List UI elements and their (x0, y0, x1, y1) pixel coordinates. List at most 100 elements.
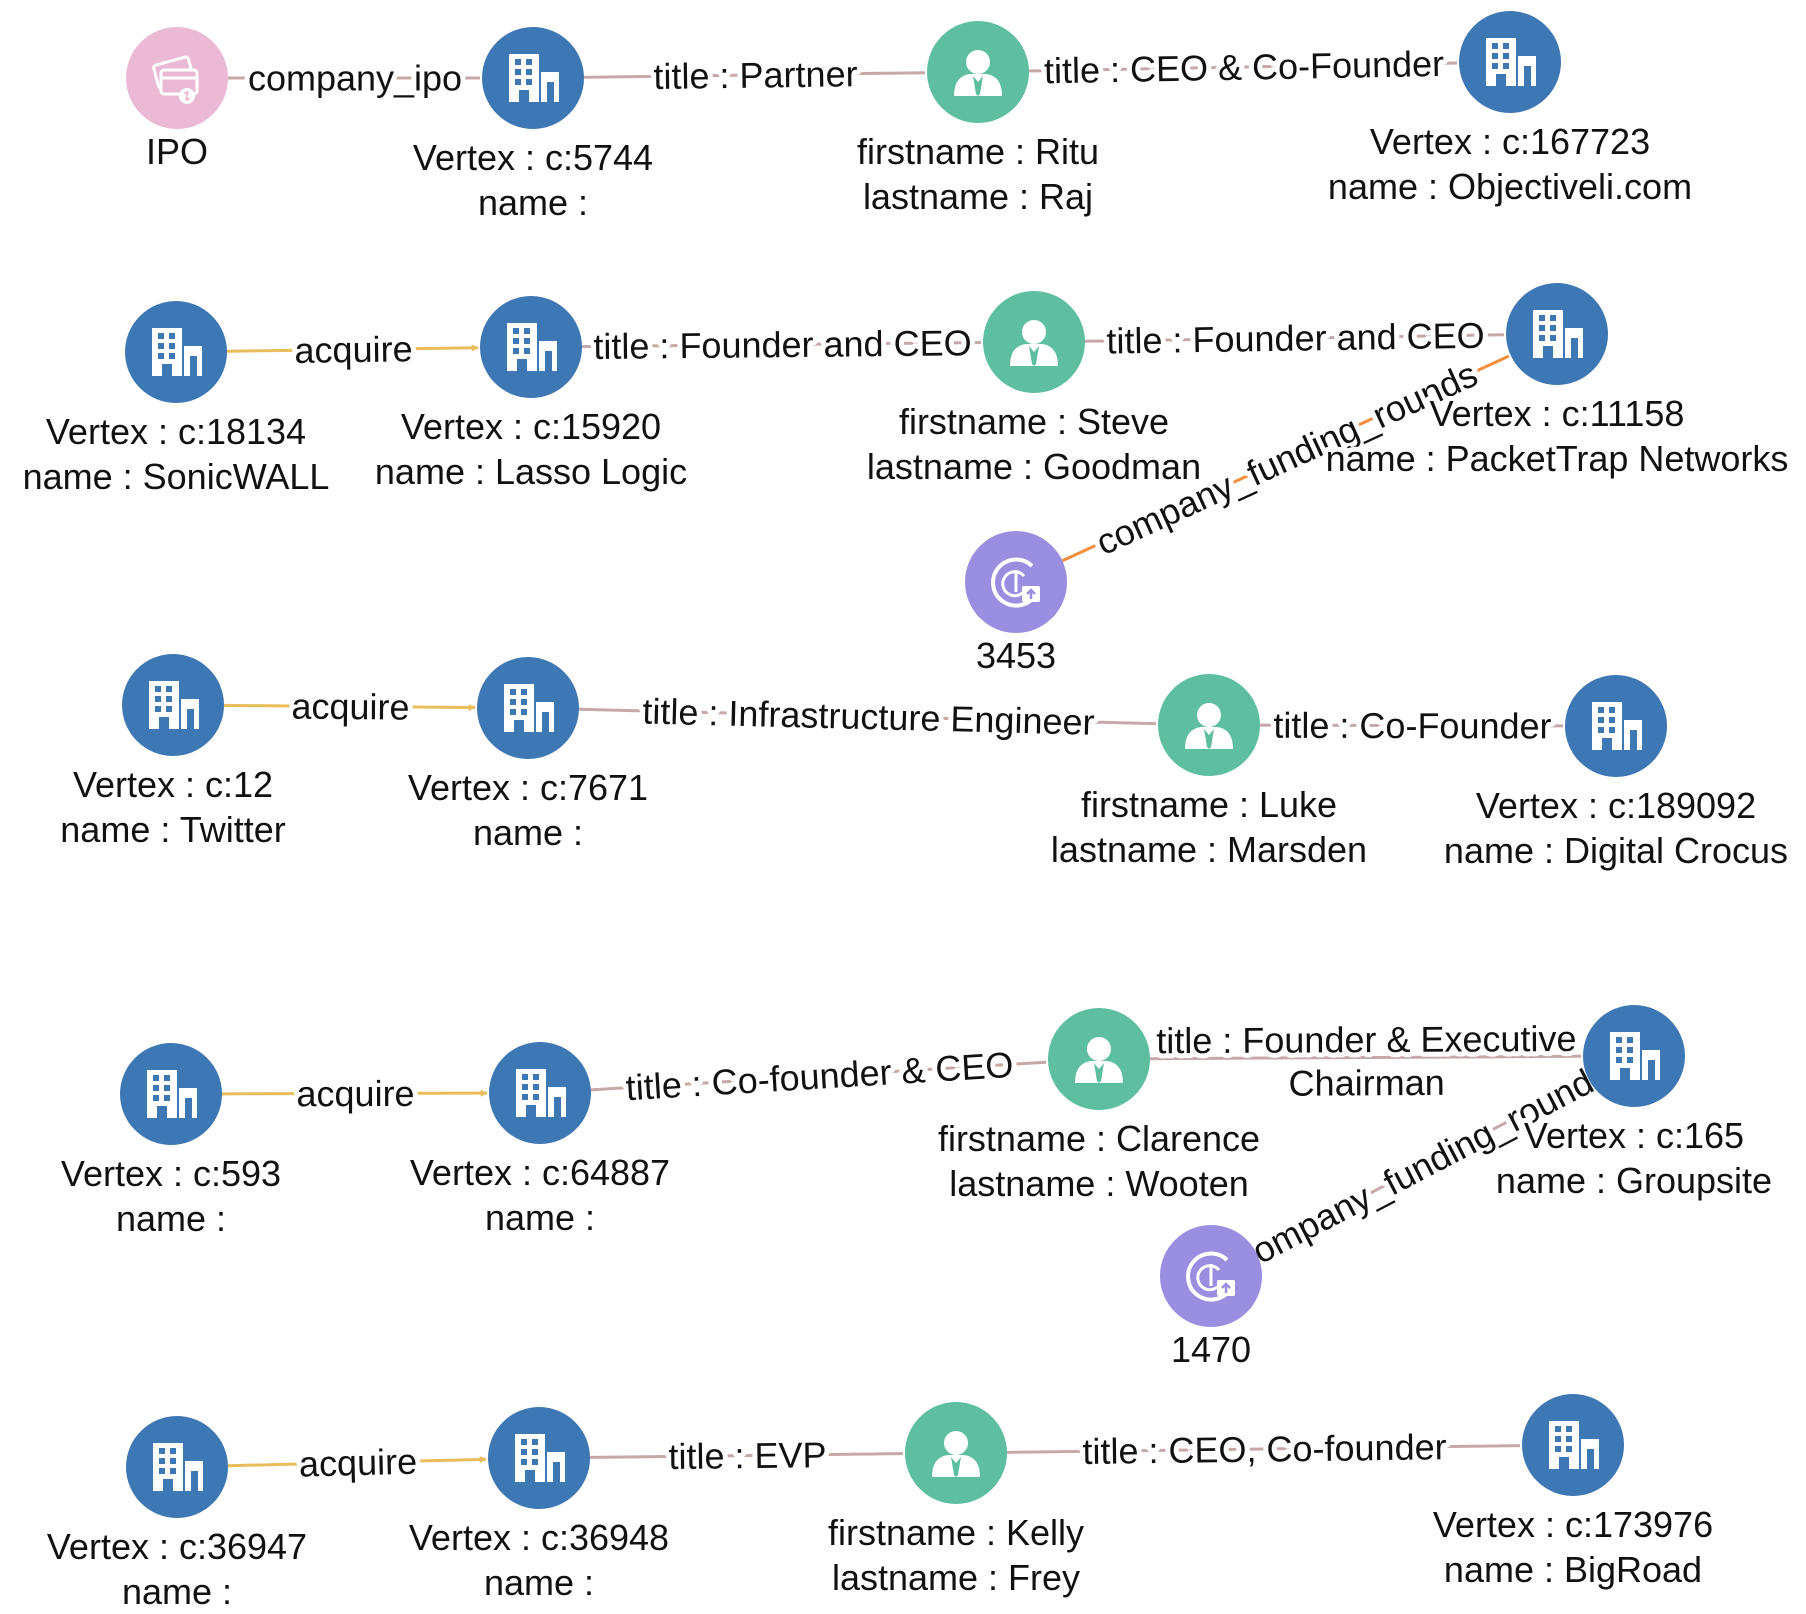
edge-label-line: acquire (294, 328, 413, 371)
node-label: Vertex : c:11158 (1430, 393, 1685, 434)
node-label: Vertex : c:36947 (47, 1526, 307, 1567)
edge-relation[interactable]: title : CEO & Co-Founder (1028, 38, 1458, 96)
edge-relation[interactable]: title : CEO, Co-founder (1006, 1421, 1521, 1477)
edge-line (226, 344, 479, 353)
edges-layer: company_ipo title : Partner title : CEO & … (221, 38, 1605, 1490)
node-label: name : Lasso Logic (375, 451, 687, 492)
node-label: Vertex : c:189092 (1476, 785, 1756, 826)
edge-label: title : CEO & Co-Founder (1044, 43, 1445, 92)
node-label: lastname : Goodman (867, 446, 1201, 487)
node-label: Vertex : c:593 (61, 1153, 281, 1194)
ipo-node[interactable]: IPO (126, 27, 228, 177)
edge-relation[interactable]: title : Founder and CEO (1084, 310, 1505, 366)
funding-node[interactable]: 3453 (965, 531, 1067, 681)
node-label: Vertex : c:64887 (410, 1152, 670, 1193)
edge-relation[interactable]: title : Co-founder & CEO (590, 1039, 1047, 1113)
edge-label: title : Founder and CEO (1106, 315, 1485, 362)
edge-line (1149, 1054, 1582, 1061)
building-icon (516, 1069, 566, 1117)
edge-label: title : Infrastructure Engineer (642, 690, 1095, 742)
node-label: firstname : Luke (1081, 784, 1337, 825)
edge-label-line: title : Co-founder & CEO (625, 1044, 1015, 1108)
edge-line (581, 341, 982, 348)
edge-acquire[interactable]: acquire (226, 323, 479, 376)
edge-acquire[interactable]: acquire (223, 681, 476, 733)
building-icon (1610, 1032, 1660, 1080)
node-label: Vertex : c:18134 (46, 411, 306, 452)
building-icon (515, 1434, 565, 1482)
node-label: 1470 (1171, 1329, 1251, 1370)
person-icon (1010, 320, 1058, 366)
edge-relation[interactable]: title : Co-Founder (1259, 700, 1564, 751)
edge-label: title : Co-founder & CEO (625, 1044, 1015, 1108)
node-label: name : (116, 1198, 226, 1239)
node-label: lastname : Frey (832, 1557, 1080, 1598)
edge-label: acquire (294, 328, 413, 371)
node-label: lastname : Marsden (1051, 829, 1367, 870)
funding-round-icon (991, 557, 1040, 608)
edge-line (1259, 723, 1564, 728)
node-label: Vertex : c:36948 (409, 1517, 669, 1558)
node-label: Vertex : c:173976 (1433, 1504, 1713, 1545)
edge-line (590, 1060, 1047, 1092)
building-icon (1592, 702, 1642, 750)
building-icon (1486, 38, 1536, 86)
edge-relation[interactable]: title : Partner (583, 48, 926, 102)
edge-line (578, 707, 1157, 726)
node-label: name : SonicWALL (23, 456, 330, 497)
building-icon (152, 328, 202, 376)
edge-acquire[interactable]: acquire (227, 1436, 487, 1490)
edge-label-line: title : CEO, Co-founder (1082, 1426, 1447, 1472)
edge-relation[interactable]: title : EVP (589, 1429, 904, 1482)
edge-acquire[interactable]: acquire (221, 1068, 488, 1119)
node-label: name : (122, 1571, 232, 1612)
node-label: lastname : Raj (863, 176, 1093, 217)
edge-relation[interactable]: title : Infrastructure Engineer (578, 685, 1157, 748)
edge-relation[interactable]: title : Founder and CEO (581, 317, 982, 372)
edge-label: acquire (291, 686, 409, 728)
node-label: name : BigRoad (1444, 1549, 1702, 1590)
edge-label-line: acquire (291, 686, 409, 728)
building-icon (507, 323, 557, 371)
node-label: name : Groupsite (1496, 1160, 1772, 1201)
edge-relation[interactable]: company_ipo (228, 53, 480, 104)
node-label: 3453 (976, 635, 1056, 676)
edge-label: title : Co-Founder (1273, 705, 1551, 747)
building-icon (147, 1070, 197, 1118)
edge-label: title : Founder and CEO (593, 322, 972, 367)
building-icon (149, 681, 199, 729)
edge-label: title : CEO, Co-founder (1082, 1426, 1447, 1472)
edge-line (1006, 1444, 1521, 1454)
node-label: lastname : Wooten (949, 1163, 1249, 1204)
node-label: name : Digital Crocus (1444, 830, 1788, 871)
edge-line (1084, 333, 1505, 343)
person-icon (954, 50, 1002, 96)
funding-node[interactable]: 1470 (1160, 1225, 1262, 1375)
building-icon (153, 1443, 203, 1491)
person-icon (932, 1431, 980, 1477)
node-label: name : Objectiveli.com (1328, 166, 1692, 207)
ipo-card-icon (152, 55, 199, 104)
node-label: name : (485, 1197, 595, 1238)
